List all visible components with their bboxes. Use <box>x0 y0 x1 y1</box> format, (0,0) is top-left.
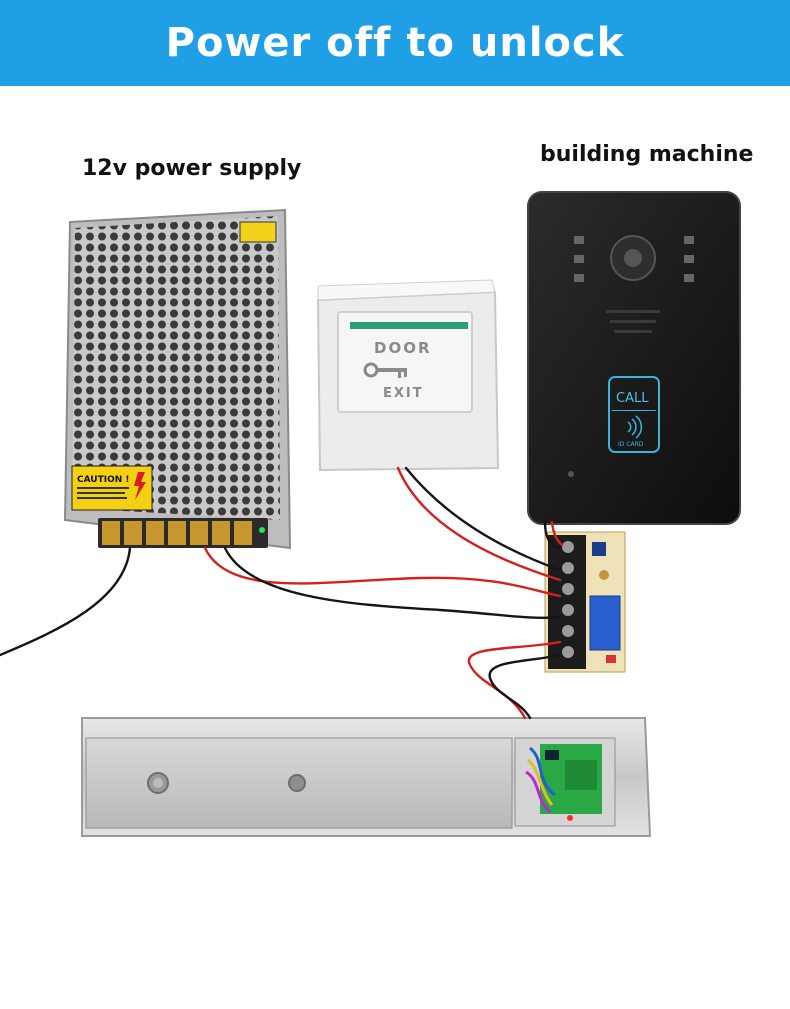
call-text: CALL <box>616 391 649 406</box>
caution-sticker: CAUTION ! <box>71 465 153 511</box>
relay-module <box>589 595 621 651</box>
wire-psu-red-to-relay <box>203 546 562 598</box>
key-icon <box>363 362 407 378</box>
door-text: DOOR <box>374 339 432 357</box>
magnetic-lock <box>81 717 652 837</box>
page-title: Power off to unlock <box>165 20 625 66</box>
power-supply-unit: CAUTION ! <box>63 208 292 550</box>
wire-exit-black-to-relay <box>404 466 562 572</box>
exit-button: DOOR EXIT <box>316 279 500 472</box>
wire-psu-black-out <box>0 546 132 657</box>
wire-relay-black-to-lock <box>488 653 562 720</box>
relay-board <box>544 531 626 673</box>
call-button: CALL ID CARD <box>608 376 660 453</box>
wire-psu-black-to-relay <box>223 546 562 620</box>
lock-control-pcb <box>525 744 602 821</box>
exit-text: EXIT <box>383 386 424 401</box>
speaker-grille <box>606 310 660 333</box>
intercom-unit: CALL ID CARD <box>527 191 741 525</box>
wire-intercom-red-to-relay <box>550 520 564 547</box>
card-text: ID CARD <box>618 441 644 448</box>
building-machine-label: building machine <box>540 142 754 167</box>
camera-lens <box>610 235 656 281</box>
terminal-block <box>98 518 268 548</box>
power-supply-label: 12v power supply <box>82 156 302 181</box>
wire-intercom-black-to-relay <box>543 520 562 550</box>
caution-text: CAUTION ! <box>77 475 130 485</box>
title-banner: Power off to unlock <box>0 0 790 86</box>
wire-exit-red-to-relay <box>396 466 562 582</box>
rfid-icon <box>627 415 643 439</box>
wires <box>0 466 564 720</box>
